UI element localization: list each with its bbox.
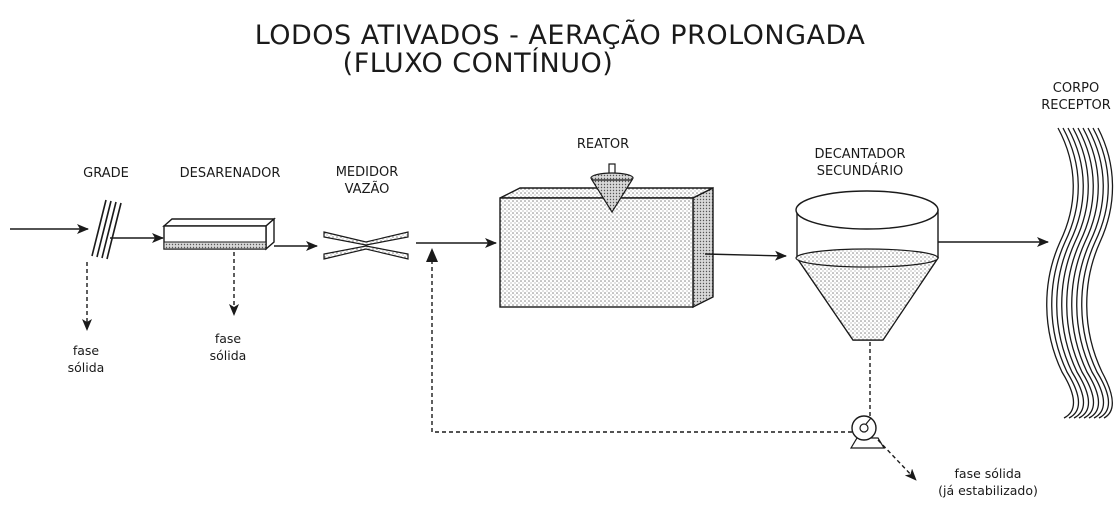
label-decantador-1: DECANTADOR xyxy=(814,147,905,162)
excess-sludge-label-2: (já estabilizado) xyxy=(938,483,1038,498)
excess-sludge-arrow xyxy=(877,439,917,481)
desarenador-solids-label-2: sólida xyxy=(210,348,247,363)
recycle-arrowhead xyxy=(426,248,438,262)
grade-solids-label-1: fase xyxy=(73,343,100,358)
excess-sludge-label-1: fase sólida xyxy=(955,466,1022,481)
desarenador-tank xyxy=(162,217,276,251)
recycle-line xyxy=(431,252,852,433)
grade-screen xyxy=(91,199,122,260)
label-corpo-1: CORPO xyxy=(1053,81,1099,96)
decantador-tank xyxy=(795,190,940,341)
grade-solids-label-2: sólida xyxy=(68,360,105,375)
desarenador-solids-label-1: fase xyxy=(215,331,242,346)
title-line-1: LODOS ATIVADOS - AERAÇÃO PROLONGADA xyxy=(255,19,866,51)
aerator-icon xyxy=(590,163,634,214)
label-medidor-2: VAZÃO xyxy=(345,181,390,197)
title-line-2: (FLUXO CONTÍNUO) xyxy=(343,47,614,79)
flow-reator-decantador xyxy=(704,250,787,261)
label-decantador-2: SECUNDÁRIO xyxy=(817,163,904,179)
label-desarenador: DESARENADOR xyxy=(180,166,281,181)
label-medidor-1: MEDIDOR xyxy=(336,165,399,180)
pump-icon xyxy=(849,415,886,449)
corpo-receptor xyxy=(1046,127,1114,419)
label-reator: REATOR xyxy=(577,137,629,152)
label-grade: GRADE xyxy=(83,166,129,181)
medidor-vazao xyxy=(323,231,409,260)
reator-tank xyxy=(499,186,714,309)
label-corpo-2: RECEPTOR xyxy=(1041,98,1111,113)
